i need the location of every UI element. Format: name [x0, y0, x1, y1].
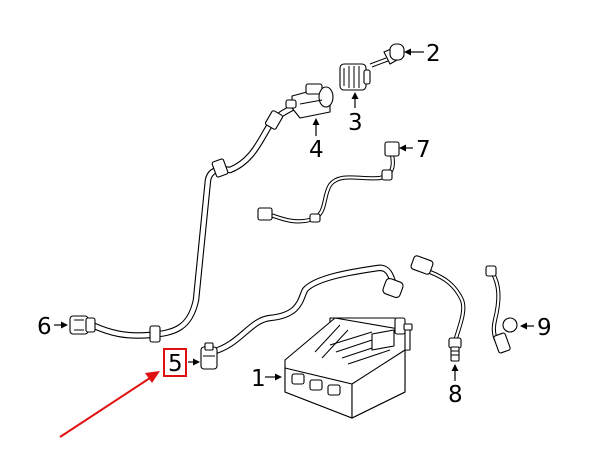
connector-5: [200, 342, 218, 370]
callout-8: 8: [448, 382, 463, 408]
callout-2: 2: [426, 41, 441, 67]
purge-valve-4: [285, 83, 334, 119]
highlight-arrow-head: [145, 371, 160, 383]
callout-1: 1: [251, 366, 266, 392]
evap-canister-1: [284, 317, 413, 419]
callout-5: 5: [168, 351, 183, 377]
callout-6: 6: [37, 314, 52, 340]
callout-4: 4: [309, 137, 324, 163]
highlight-box: [163, 348, 187, 377]
vapor-hose-upper: [88, 102, 300, 343]
connector-3: [339, 63, 371, 91]
callout-9: 9: [537, 315, 552, 341]
hose-end-fitting: [382, 277, 404, 299]
connector-6: [69, 315, 96, 335]
vapor-hose-lower: [208, 264, 399, 356]
callout-7: 7: [416, 137, 431, 163]
sensor-9: [485, 265, 518, 354]
sensor-8: [410, 255, 466, 362]
callout-labels: 1 2 3 4 5 6 7 8 9: [37, 41, 552, 408]
highlight-arrow-line: [59, 377, 151, 438]
highlight-5: [59, 348, 187, 438]
plug-2: [369, 43, 405, 68]
callout-arrows: [54, 48, 534, 381]
callout-3: 3: [348, 110, 363, 136]
sensor-7-harness: [257, 141, 400, 224]
